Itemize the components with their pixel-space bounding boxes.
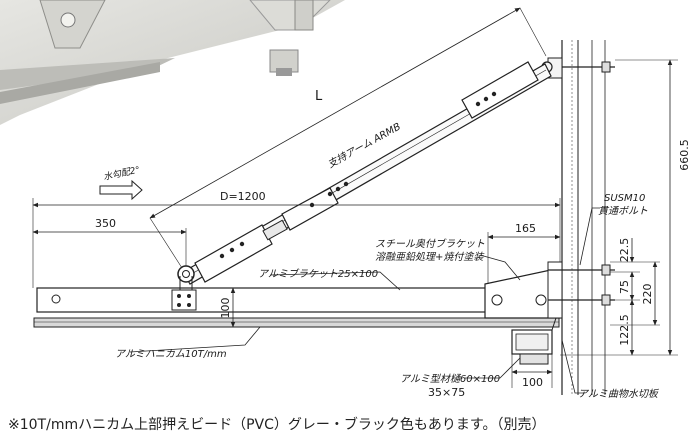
label-flashing: アルミ曲物水切板 bbox=[578, 388, 660, 400]
label-dim-100-gutter: 100 bbox=[522, 376, 543, 389]
canopy-panel bbox=[33, 276, 560, 328]
gutter bbox=[511, 317, 562, 365]
label-bolt-line2: 貫通ボルト bbox=[598, 205, 648, 217]
wall bbox=[561, 40, 606, 395]
product-photo bbox=[0, 0, 345, 125]
label-alu-bracket: アルミブラケット25×100 bbox=[258, 268, 378, 280]
label-steel-bracket-line1: スチール奥付ブラケット bbox=[375, 238, 485, 250]
label-dim-22-5-top: 22.5 bbox=[618, 238, 631, 263]
dimension-lines bbox=[32, 7, 678, 388]
label-dim-220: 220 bbox=[641, 284, 654, 305]
labels: L 支持アーム ARMB D=1200 350 165 660.5 水勾配2° … bbox=[95, 89, 690, 400]
label-dim-100-vertical: 100 bbox=[219, 298, 232, 319]
steel-rear-bracket bbox=[484, 261, 615, 319]
label-gutter-line1: アルミ型材樋60×100 bbox=[400, 373, 500, 385]
label-bolt-line1: SUSM10 bbox=[604, 193, 645, 204]
label-steel-bracket-line2: 溶融亜鉛処理+焼付塗装 bbox=[375, 251, 485, 263]
label-dim-122-5: 122.5 bbox=[618, 314, 631, 346]
slope-arrow bbox=[99, 179, 143, 201]
label-dim-75: 75 bbox=[618, 280, 631, 294]
leader-lines bbox=[129, 207, 600, 394]
label-honeycomb: アルミハニカム10T/mm bbox=[115, 349, 227, 360]
label-slope: 水勾配2° bbox=[102, 164, 141, 183]
label-offset-right: 165 bbox=[515, 222, 536, 235]
label-offset-left: 350 bbox=[95, 217, 116, 230]
support-arm bbox=[177, 61, 552, 285]
label-height-total: 660.5 bbox=[678, 139, 690, 171]
label-depth: D=1200 bbox=[220, 190, 266, 203]
footer-note: ※10T/mmハニカム上部押えビード（PVC）グレー・ブラック色もあります。（別… bbox=[8, 417, 546, 433]
label-arm-length: L bbox=[315, 89, 323, 104]
label-gutter-line2: 35×75 bbox=[428, 386, 465, 399]
